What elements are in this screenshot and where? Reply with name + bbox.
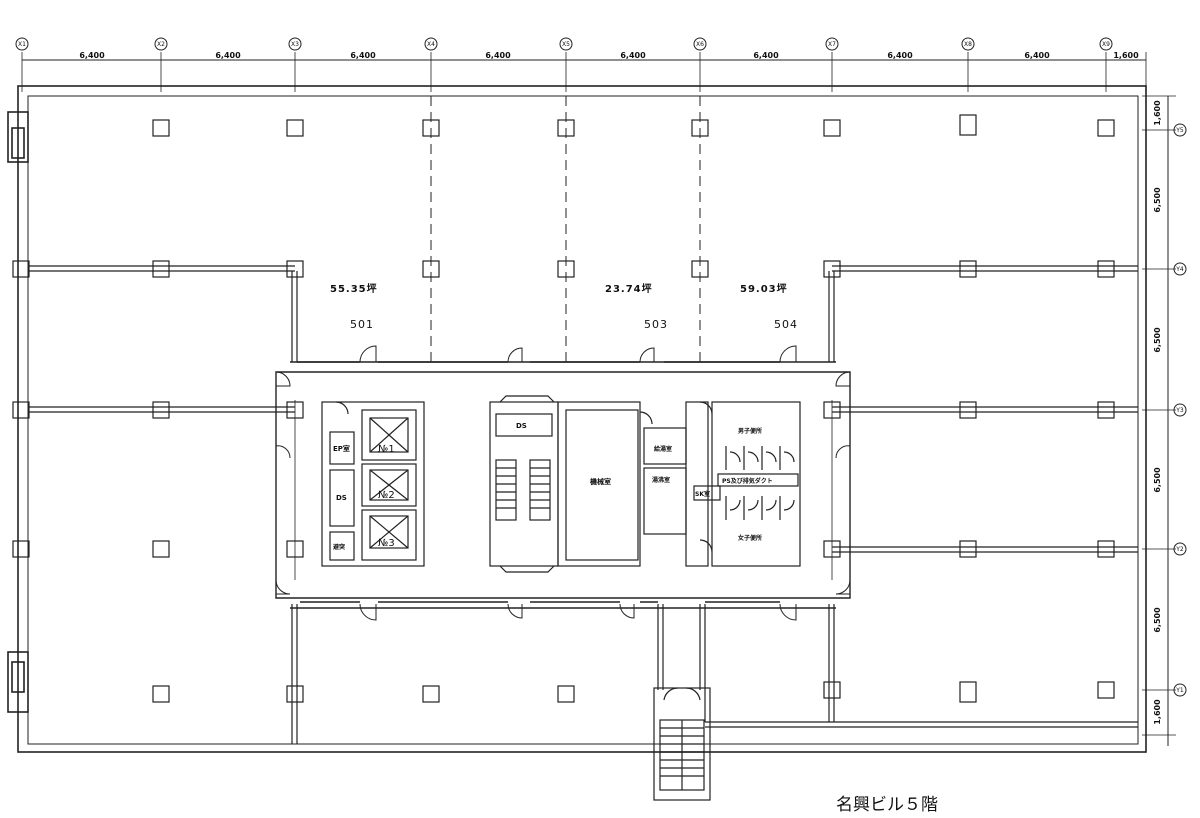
- core-corridor: [275, 361, 851, 609]
- span-x-1: 6,400: [79, 51, 105, 60]
- machine-room-label: 機械室: [590, 477, 611, 486]
- span-x-6: 6,400: [753, 51, 779, 60]
- span-dimensions-y: 1,600 6,500 6,500 6,500 6,500 1,600: [1153, 100, 1162, 725]
- span-y-2: 6,500: [1153, 187, 1162, 213]
- outer-walls: [7, 85, 1147, 753]
- unit-501-number: 501: [350, 318, 374, 331]
- ps-duct-label: PS及び排気ダクト: [722, 477, 773, 485]
- span-x-4: 6,400: [485, 51, 511, 60]
- axis-x1: X1: [18, 41, 26, 48]
- span-dimensions-x: 6,400 6,400 6,400 6,400 6,400 6,400 6,40…: [79, 51, 1139, 60]
- unit-503-number: 503: [644, 318, 668, 331]
- axis-y5: Y5: [1175, 127, 1184, 134]
- axis-x3: X3: [291, 41, 299, 48]
- columns: [12, 114, 1115, 703]
- axis-labels-y: Y5 Y4 Y3 Y2 Y1: [1175, 127, 1184, 694]
- axis-x2: X2: [157, 41, 165, 48]
- span-x-8: 6,400: [1024, 51, 1050, 60]
- span-y-5: 6,500: [1153, 607, 1162, 633]
- axis-labels-x: X1 X2 X3 X4 X5 X6 X7 X8 X9: [18, 41, 1110, 48]
- span-y-3: 6,500: [1153, 327, 1162, 353]
- span-y-1: 1,600: [1153, 100, 1162, 126]
- elevator-3-label: №3: [378, 538, 395, 549]
- women-toilet-label: 女子便所: [738, 534, 762, 542]
- span-y-4: 6,500: [1153, 467, 1162, 493]
- ep-room-label: EP室: [333, 444, 350, 453]
- axis-y3: Y3: [1175, 407, 1184, 414]
- ds-stair-label: DS: [516, 422, 527, 430]
- dashed-partitions: [430, 96, 701, 362]
- axis-ticks: [21, 52, 1176, 736]
- room-a-label: 給湯室: [654, 445, 672, 453]
- partition-walls: [28, 265, 1138, 744]
- elevator-2-label: №2: [378, 490, 395, 501]
- elevator-core: [321, 401, 425, 567]
- axis-y4: Y4: [1175, 266, 1184, 273]
- span-x-5: 6,400: [620, 51, 646, 60]
- small-room-label: 避突: [332, 543, 345, 551]
- door-swings: [275, 345, 851, 621]
- axis-x6: X6: [696, 41, 704, 48]
- sk-room-label: SK室: [695, 490, 710, 498]
- span-y-6: 1,600: [1153, 699, 1162, 725]
- unit-503-area: 23.74坪: [605, 282, 653, 295]
- ds-left-label: DS: [336, 494, 347, 502]
- span-x-3: 6,400: [350, 51, 376, 60]
- men-toilet-label: 男子便所: [738, 427, 762, 435]
- axis-x4: X4: [427, 41, 435, 48]
- axis-x5: X5: [562, 41, 570, 48]
- axis-x8: X8: [964, 41, 972, 48]
- unit-501-area: 55.35坪: [330, 282, 378, 295]
- toilet-core: [643, 401, 801, 567]
- axis-y1: Y1: [1175, 687, 1184, 694]
- elevator-1-label: №1: [378, 444, 395, 455]
- span-x-9: 1,600: [1113, 51, 1139, 60]
- exit-stair: [653, 687, 711, 801]
- unit-504-area: 59.03坪: [740, 282, 788, 295]
- stair-core: [489, 395, 653, 573]
- axis-bubbles: [15, 37, 1187, 697]
- axis-x7: X7: [828, 41, 836, 48]
- axis-y2: Y2: [1175, 546, 1184, 553]
- room-b-label: 湯沸室: [652, 476, 670, 484]
- span-x-2: 6,400: [215, 51, 241, 60]
- span-x-7: 6,400: [887, 51, 913, 60]
- floor-title: 名興ビル５階: [836, 795, 938, 815]
- axis-x9: X9: [1102, 41, 1110, 48]
- unit-504-number: 504: [774, 318, 798, 331]
